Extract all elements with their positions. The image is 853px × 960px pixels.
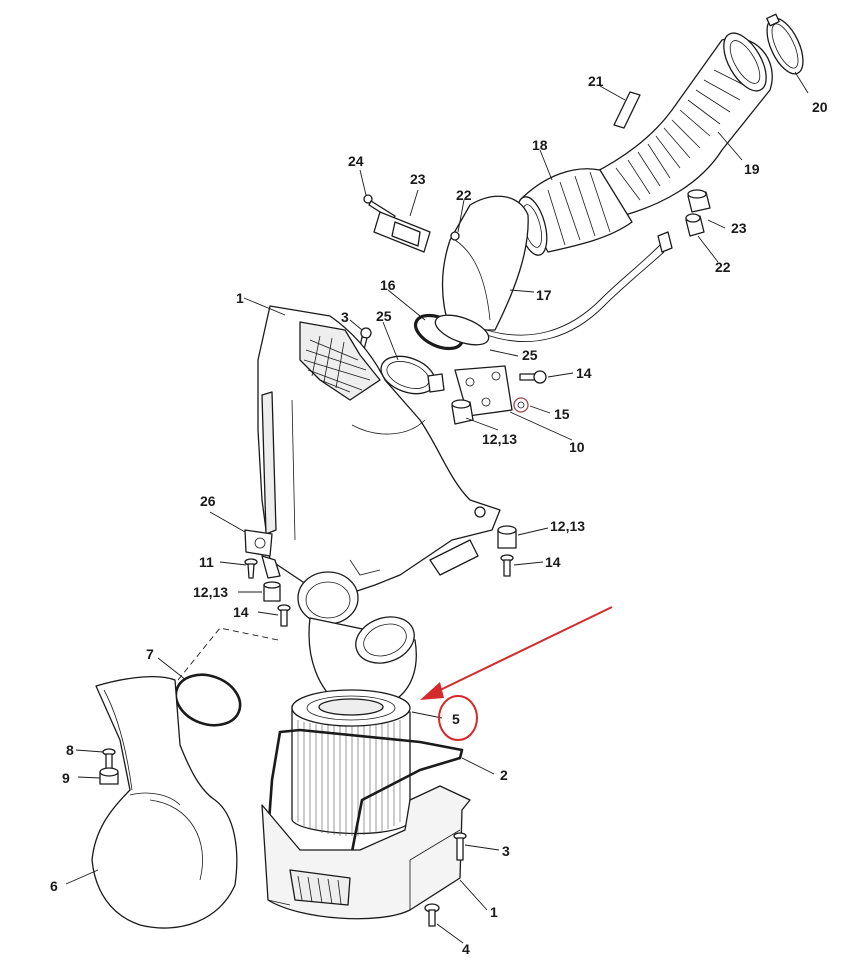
part-nut-small	[427, 373, 445, 393]
callout-4: 4	[462, 941, 470, 957]
callout-14-left: 14	[233, 604, 249, 620]
part-8-screw	[102, 748, 116, 771]
part-5-filter-element	[291, 689, 411, 836]
callout-7: 7	[146, 646, 154, 662]
part-4-screw	[424, 903, 440, 927]
callout-10: 10	[569, 439, 585, 455]
housing-outlet-throat	[297, 571, 417, 706]
callout-3-bottom: 3	[502, 843, 510, 859]
part-14-bolt-right	[500, 554, 514, 577]
callout-1-bottom: 1	[490, 904, 498, 920]
callout-25-right: 25	[522, 347, 538, 363]
callout-16: 16	[380, 277, 396, 293]
part-1-housing-upper	[257, 305, 501, 601]
callout-12-13-right: 12,13	[550, 518, 585, 534]
part-7-seal-ring	[174, 673, 242, 727]
callout-11: 11	[199, 554, 214, 570]
callout-21: 21	[588, 73, 604, 89]
callout-14-right: 14	[545, 554, 561, 570]
callout-9: 9	[62, 770, 70, 786]
part-14-bolt-left	[277, 604, 291, 627]
part-1-housing-lower	[261, 785, 471, 920]
callout-12-13-top: 12,13	[482, 431, 517, 447]
callout-14-top: 14	[576, 365, 592, 381]
callout-25-left: 25	[376, 308, 392, 324]
callout-6: 6	[50, 878, 58, 894]
callout-22-left: 22	[456, 187, 472, 203]
part-23-sleeve-right	[687, 189, 711, 213]
callout-23-left: 23	[410, 171, 426, 187]
highlight-arrow	[420, 606, 613, 700]
callout-24: 24	[348, 153, 364, 169]
callout-23-right: 23	[731, 220, 747, 236]
part-20-hose-clamp	[766, 13, 804, 75]
leader-lines	[65, 71, 809, 944]
callout-3-top: 3	[341, 309, 349, 325]
callout-1-top: 1	[236, 290, 244, 306]
callout-12-13-left: 12,13	[193, 584, 228, 600]
part-23-bracket-left	[373, 211, 431, 253]
highlight-circle	[438, 695, 478, 741]
callout-20: 20	[812, 99, 828, 115]
part-17-intake-duct	[441, 195, 673, 342]
part-12-13-grommet-left	[263, 581, 281, 602]
part-9-grommet	[99, 767, 119, 785]
callout-22-right: 22	[715, 259, 731, 275]
part-11-screw	[244, 558, 258, 579]
part-19-corrugated-hose	[589, 32, 773, 216]
part-22-nut-right	[685, 213, 705, 237]
part-25-clamp-duct	[434, 314, 490, 346]
callout-17: 17	[536, 287, 552, 303]
callout-8: 8	[66, 742, 74, 758]
callout-2: 2	[500, 767, 508, 783]
part-12-13-grommet-right	[497, 525, 517, 549]
part-12-13-grommet-plate	[451, 399, 474, 425]
part-14-bolt-plate	[519, 370, 547, 384]
part-15-washer	[513, 397, 529, 413]
callout-18: 18	[532, 137, 548, 153]
callout-15: 15	[554, 406, 570, 422]
part-22-nut-left	[450, 231, 460, 241]
part-6-inlet-duct	[91, 675, 238, 929]
callout-19: 19	[744, 161, 760, 177]
part-21-seal-strip	[613, 91, 641, 129]
assembly-path-line	[177, 627, 279, 681]
callout-26: 26	[200, 493, 216, 509]
part-26-bracket	[244, 529, 281, 579]
part-3-screw-bottom	[453, 832, 467, 861]
callout-labels: 1 21 20 19 18 23 22 17 24 23 22 16 3 25 …	[50, 73, 828, 957]
callout-5: 5	[452, 711, 460, 727]
